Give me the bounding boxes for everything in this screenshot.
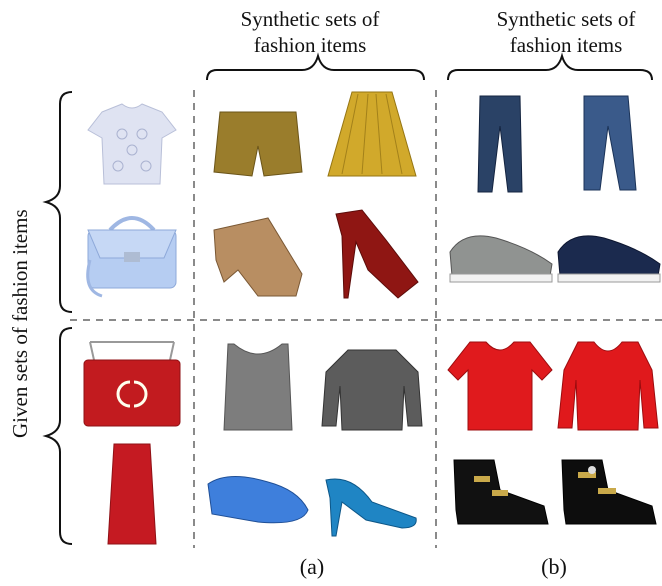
synthetic-b-red-top-2: [548, 330, 662, 438]
brace-top-b: [447, 52, 653, 81]
header-b-line1: Synthetic sets of: [496, 7, 636, 31]
given-red-pencil-skirt: [72, 440, 192, 548]
given-lace-blouse: [72, 88, 192, 196]
synthetic-b-blue-jeans-1: [440, 90, 560, 198]
panel-label-b: (b): [541, 554, 567, 579]
brace-left-top: [42, 91, 73, 313]
synthetic-a-gold-pleated-skirt: [312, 80, 432, 188]
given-red-quilted-bag: [72, 330, 192, 438]
header-synthetic-a: Synthetic sets of fashion items: [200, 6, 420, 58]
panel-label-a: (a): [299, 554, 325, 579]
synthetic-a-red-platform-heels: [312, 200, 432, 308]
synthetic-b-blue-jeans-2: [548, 90, 662, 198]
synthetic-a-mustard-shorts: [198, 90, 318, 198]
synthetic-a-grey-camisole: [198, 330, 318, 438]
synthetic-b-grey-sneaker: [440, 200, 560, 308]
synthetic-b-black-buckle-boot-1: [440, 440, 560, 548]
synthetic-a-tan-strappy-heels: [198, 200, 318, 308]
header-b-line2: fashion items: [509, 33, 623, 57]
brace-left-bottom: [42, 327, 73, 545]
synthetic-a-blue-stiletto: [312, 440, 432, 548]
synthetic-a-grey-knit-sweater: [312, 330, 432, 438]
header-synthetic-b: Synthetic sets of fashion items: [456, 6, 662, 58]
given-light-blue-handbag: [72, 200, 192, 308]
synthetic-a-blue-loafer: [198, 440, 318, 548]
header-a-line2: fashion items: [253, 33, 367, 57]
header-a-line1: Synthetic sets of: [240, 7, 380, 31]
brace-top-a: [206, 52, 425, 81]
synthetic-b-navy-sneaker: [548, 200, 662, 308]
synthetic-b-red-top-1: [440, 330, 560, 438]
synthetic-b-black-buckle-boot-2: [548, 440, 662, 548]
